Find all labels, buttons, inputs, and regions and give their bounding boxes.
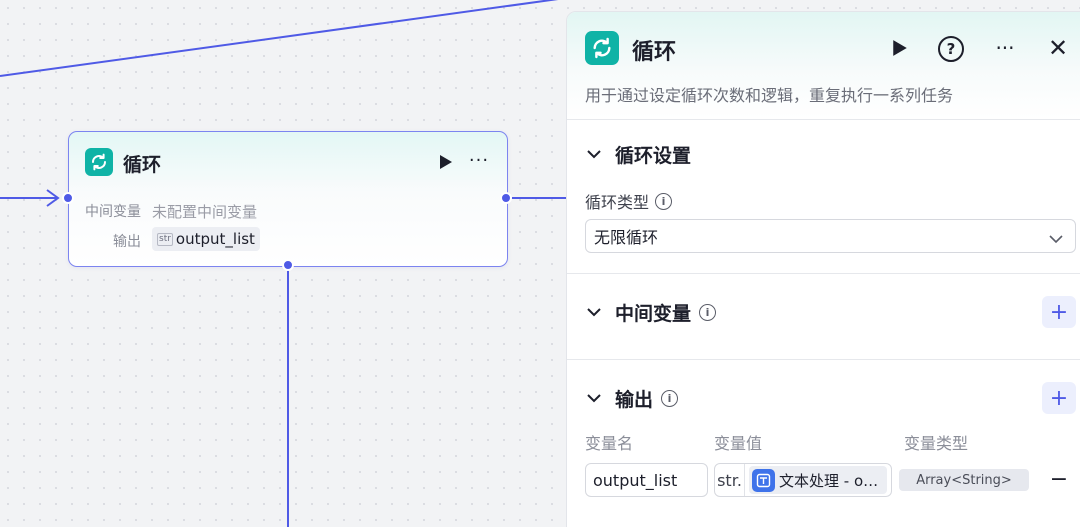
loop-icon bbox=[85, 148, 113, 176]
help-icon[interactable]: ? bbox=[938, 36, 964, 62]
chevron-down-icon bbox=[585, 304, 603, 322]
play-icon[interactable] bbox=[890, 38, 910, 58]
output-value-selector[interactable]: str. 文本处理 - o… bbox=[714, 463, 892, 497]
col-type-label: 变量类型 bbox=[904, 434, 969, 453]
col-value-label: 变量值 bbox=[714, 434, 763, 453]
add-variable-button[interactable]: + bbox=[1042, 296, 1076, 328]
info-icon[interactable]: i bbox=[699, 304, 717, 321]
loop-type-select[interactable]: 无限循环 bbox=[585, 219, 1076, 253]
section-title: 循环设置 bbox=[615, 145, 692, 167]
section-variables[interactable]: 中间变量 i bbox=[585, 299, 717, 326]
minus-icon[interactable]: − bbox=[1049, 466, 1069, 492]
node-settings-panel: 循环 ? ··· ✕ 用于通过设定循环次数和逻辑，重复执行一系列任务 循环设置 … bbox=[566, 11, 1080, 527]
more-icon[interactable]: ··· bbox=[995, 36, 1015, 60]
chevron-down-icon bbox=[585, 390, 603, 408]
section-divider bbox=[567, 359, 1080, 360]
chevron-down-icon bbox=[585, 146, 603, 164]
node-output-name: output_list bbox=[175, 230, 255, 248]
close-icon[interactable]: ✕ bbox=[1047, 34, 1069, 62]
node-output-tag: str output_list bbox=[152, 227, 260, 251]
node-input-port[interactable] bbox=[62, 192, 74, 204]
value-type-prefix: str. bbox=[715, 464, 745, 496]
output-name-value: output_list bbox=[593, 470, 678, 490]
more-icon[interactable]: ··· bbox=[468, 149, 490, 171]
output-type-badge: Array<String> bbox=[899, 469, 1029, 491]
loop-type-value: 无限循环 bbox=[594, 228, 659, 247]
wire-input-arrow bbox=[46, 189, 60, 207]
panel-header: 循环 ? ··· ✕ 用于通过设定循环次数和逻辑，重复执行一系列任务 bbox=[567, 12, 1080, 120]
info-icon[interactable]: i bbox=[661, 390, 679, 407]
add-output-button[interactable]: + bbox=[1042, 382, 1076, 414]
section-loop-settings[interactable]: 循环设置 bbox=[585, 141, 691, 168]
node-variable-value: 未配置中间变量 bbox=[152, 203, 258, 221]
col-name-label: 变量名 bbox=[585, 434, 634, 453]
value-reference-chip: 文本处理 - o… bbox=[749, 466, 887, 494]
wire-top-diagonal bbox=[0, 0, 559, 77]
value-reference-text: 文本处理 - o… bbox=[779, 471, 879, 490]
section-divider bbox=[567, 273, 1080, 274]
node-variable-label: 中间变量 bbox=[85, 204, 141, 220]
node-loop-port[interactable] bbox=[282, 259, 294, 271]
loop-node[interactable]: 循环 ··· 中间变量 未配置中间变量 输出 str output_list bbox=[68, 131, 508, 267]
panel-title: 循环 bbox=[632, 40, 677, 65]
node-output-port[interactable] bbox=[500, 192, 512, 204]
loop-type-label: 循环类型 i bbox=[585, 189, 673, 213]
loop-type-label-text: 循环类型 bbox=[585, 193, 650, 212]
panel-description: 用于通过设定循环次数和逻辑，重复执行一系列任务 bbox=[585, 86, 954, 105]
chevron-down-icon bbox=[1049, 229, 1063, 248]
section-title: 输出 bbox=[615, 389, 654, 411]
loop-icon bbox=[585, 31, 619, 65]
string-type-icon: str bbox=[157, 232, 173, 246]
section-title: 中间变量 bbox=[615, 303, 692, 325]
section-outputs[interactable]: 输出 i bbox=[585, 385, 679, 412]
node-output-label: 输出 bbox=[113, 234, 141, 250]
node-title: 循环 bbox=[123, 154, 162, 176]
text-process-icon bbox=[752, 468, 775, 492]
play-icon[interactable] bbox=[438, 153, 454, 171]
output-name-input[interactable]: output_list bbox=[585, 463, 708, 497]
info-icon[interactable]: i bbox=[655, 192, 673, 210]
